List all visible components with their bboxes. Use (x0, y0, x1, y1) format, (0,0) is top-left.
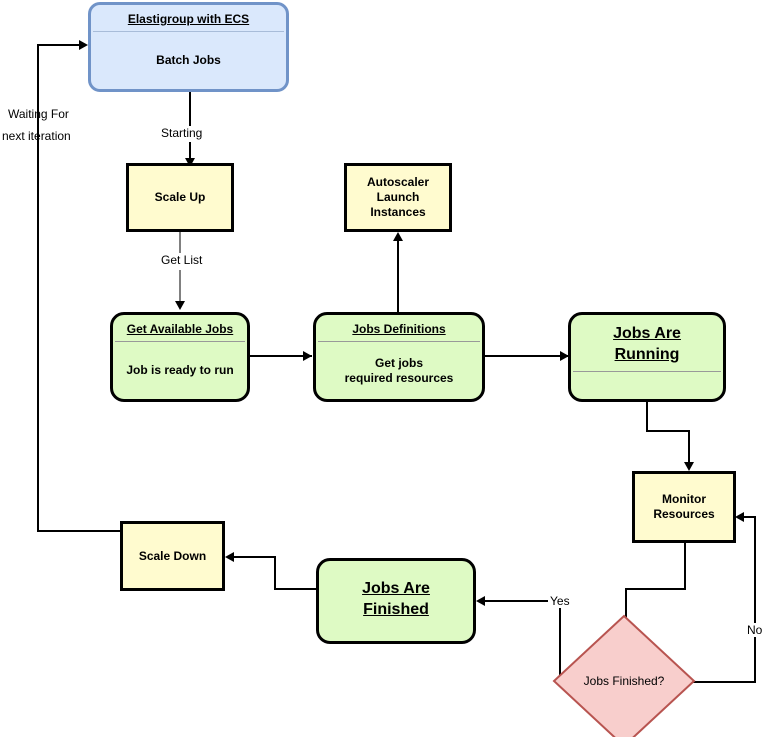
connector-monitor-to-decision (625, 588, 627, 628)
node-monitor-resources[interactable]: Monitor Resources (632, 471, 736, 543)
node-jobs-are-finished-line2: Finished (363, 600, 429, 618)
node-monitor-resources-line2: Resources (653, 507, 715, 521)
arrowhead-jobs-are-finished (476, 596, 485, 606)
node-jobs-definitions[interactable]: Jobs Definitions Get jobs required resou… (313, 312, 485, 402)
connector-no-up (754, 517, 756, 682)
connector-yes-up (559, 600, 561, 682)
connector-monitor-jog (625, 588, 686, 590)
connector-jobsdefs-to-autoscaler (397, 240, 399, 312)
edge-label-get-list: Get List (159, 253, 205, 267)
connector-scaledown-left (37, 530, 121, 532)
node-get-available-jobs-header: Get Available Jobs (126, 322, 234, 336)
node-jobs-definitions-body: Get jobs required resources (316, 342, 482, 399)
arrowhead-get-available-jobs (175, 301, 185, 310)
connector-no-into-monitor (740, 516, 756, 518)
node-autoscaler-line2: Launch (376, 190, 420, 204)
arrowhead-jobs-running (560, 351, 569, 361)
arrowhead-elastigroup (79, 40, 88, 50)
connector-no-right (684, 681, 756, 683)
connector-running-to-monitor (688, 430, 690, 468)
node-jobs-definitions-line2: required resources (344, 370, 454, 385)
connector-scaleup-to-getjobs-bottom (179, 270, 181, 304)
connector-finished-left (274, 588, 316, 590)
arrowhead-scale-down (225, 552, 234, 562)
connector-yes-left (481, 600, 560, 602)
node-jobs-are-running-line1: Jobs Are (613, 325, 681, 342)
node-jobs-are-running-header: Jobs Are Running (571, 315, 723, 367)
node-get-available-jobs-divider (115, 341, 245, 342)
connector-elastigroup-to-scaleup-top (189, 92, 191, 140)
node-jobs-are-finished[interactable]: Jobs Are Finished (316, 558, 476, 644)
edge-label-waiting-line2: next iteration (2, 129, 71, 143)
node-autoscaler-launch-instances[interactable]: Autoscaler Launch Instances (344, 163, 452, 232)
node-autoscaler-label: Autoscaler Launch Instances (347, 166, 449, 229)
connector-getjobs-to-jobsdefs (250, 355, 312, 357)
diamond-shape (552, 614, 696, 737)
node-scale-up-label: Scale Up (154, 190, 206, 204)
node-get-available-jobs[interactable]: Get Available Jobs Job is ready to run (110, 312, 250, 402)
node-elastigroup-header: Elastigroup with ECS (127, 12, 250, 26)
connector-running-jog (646, 430, 690, 432)
arrowhead-no-monitor (735, 512, 744, 522)
node-scale-up[interactable]: Scale Up (126, 163, 234, 232)
connector-scaleup-to-getjobs-top (179, 232, 181, 254)
edge-label-starting: Starting (159, 126, 205, 140)
arrowhead-jobs-definitions (303, 351, 312, 361)
node-monitor-resources-line1: Monitor (662, 492, 706, 506)
node-jobs-are-running-body (571, 372, 723, 399)
node-autoscaler-line3: Instances (370, 205, 426, 219)
node-jobs-definitions-header: Jobs Definitions (352, 322, 446, 336)
arrowhead-scaleup (185, 158, 195, 167)
connector-running-down (646, 400, 648, 432)
node-jobs-are-finished-label: Jobs Are Finished (319, 561, 473, 641)
connector-finished-to-scaledown (231, 556, 276, 558)
node-scale-down-label: Scale Down (138, 548, 207, 563)
node-jobs-definitions-divider (318, 341, 480, 342)
node-jobs-are-running-divider (573, 371, 721, 372)
edge-label-waiting-line1: Waiting For (8, 107, 69, 121)
node-elastigroup-body: Batch Jobs (156, 53, 221, 67)
node-autoscaler-line1: Autoscaler (366, 175, 430, 189)
connector-monitor-down (684, 543, 686, 589)
edge-label-yes: Yes (548, 594, 572, 608)
node-jobs-are-running-line2: Running (614, 346, 680, 363)
node-jobs-are-finished-line1: Jobs Are (362, 579, 430, 597)
connector-jobsdefs-to-running (485, 355, 568, 357)
node-get-available-jobs-body: Job is ready to run (126, 363, 234, 377)
node-scale-down[interactable]: Scale Down (120, 521, 225, 591)
connector-finished-up (274, 556, 276, 590)
arrowhead-autoscaler (393, 232, 403, 241)
connector-waiting-to-elastigroup (37, 44, 85, 46)
edge-label-no: No (745, 623, 765, 637)
node-elastigroup-with-ecs[interactable]: Elastigroup with ECS Batch Jobs (88, 2, 289, 92)
node-jobs-finished-decision[interactable]: Jobs Finished? (551, 613, 697, 737)
node-jobs-finished-label: Jobs Finished? (583, 674, 665, 688)
node-jobs-are-running[interactable]: Jobs Are Running (568, 312, 726, 402)
connector-waiting-up (37, 44, 39, 532)
node-monitor-resources-label: Monitor Resources (635, 474, 733, 540)
node-elastigroup-divider (93, 31, 284, 32)
connector-elastigroup-to-scaleup-bottom (189, 142, 191, 170)
arrowhead-monitor-resources (684, 462, 694, 471)
node-jobs-definitions-line1: Get jobs (374, 355, 423, 370)
